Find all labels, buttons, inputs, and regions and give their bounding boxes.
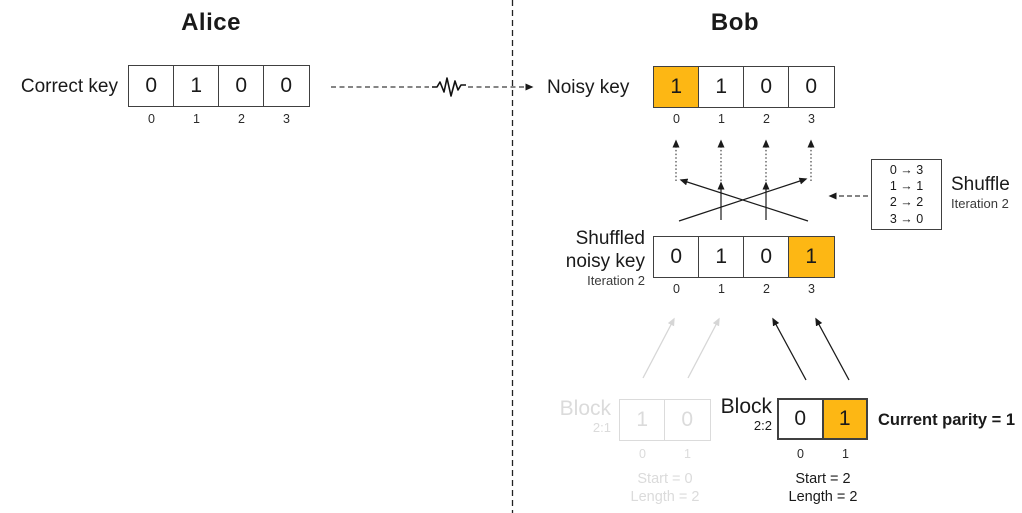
index-label: 0: [673, 112, 680, 126]
block21-start: Start = 0: [637, 471, 693, 487]
shuffle-map-box: 0 → 3 1 → 1 2 → 2 3 → 0: [871, 159, 942, 230]
key-cell: 0: [743, 66, 790, 108]
shuffled-key-label: Shuffled noisy key Iteration 2: [530, 227, 645, 288]
index-label: 2: [763, 282, 770, 296]
shuffled-key-iteration-label: Iteration 2: [587, 273, 645, 288]
shuffle-map-entry: 0 → 3: [889, 163, 924, 177]
block22-label-text: Block: [720, 395, 772, 418]
shuffle-map-entry: 2 → 2: [889, 195, 924, 210]
block21-id: 2:1: [592, 420, 611, 435]
block21-length: Length = 2: [630, 488, 700, 505]
shuffled-key-cells: 0 1 0 1: [653, 236, 835, 278]
block21-label: Block 2:1: [540, 397, 611, 436]
index-label: 2: [238, 112, 245, 126]
block21-label-text: Block: [559, 397, 611, 420]
block21-cells: 1 0: [619, 399, 711, 441]
index-label-faded: 1: [684, 447, 691, 461]
key-cell: 0: [263, 65, 310, 107]
bob-title: Bob: [710, 9, 760, 36]
block22-indices: 0 1: [778, 447, 868, 461]
key-cell: 0: [653, 236, 700, 278]
index-label: 0: [148, 112, 155, 126]
key-cell-highlighted: 1: [653, 66, 700, 108]
correct-key-cells: 0 1 0 0: [128, 65, 310, 107]
shuffle-map-entry: 1 → 1: [889, 179, 924, 194]
block21-arrow-1: [687, 317, 720, 379]
noisy-key-indices: 0 1 2 3: [654, 112, 834, 126]
index-label: 3: [283, 112, 290, 126]
correct-key-indices: 0 1 2 3: [129, 112, 309, 126]
index-label: 1: [718, 112, 725, 126]
block22-length: Length = 2: [788, 488, 858, 505]
block22-arrow-3: [815, 317, 850, 381]
index-label: 1: [193, 112, 200, 126]
index-label: 3: [808, 282, 815, 296]
block22-cells: 0 1: [777, 398, 868, 440]
key-cell: 0: [743, 236, 790, 278]
block-cell-faded: 0: [664, 399, 711, 441]
key-cell: 1: [698, 66, 745, 108]
key-cell: 0: [218, 65, 265, 107]
key-cell: 1: [173, 65, 220, 107]
block21-indices: 0 1: [620, 447, 710, 461]
index-label-faded: 0: [639, 447, 646, 461]
key-cell: 0: [128, 65, 175, 107]
block22-label: Block 2:2: [701, 395, 772, 434]
index-label: 1: [718, 282, 725, 296]
noisy-key-cells: 1 1 0 0: [653, 66, 835, 108]
noise-burst-icon: [432, 77, 466, 97]
block-cell-faded: 1: [619, 399, 666, 441]
shuffled-key-label-line2: noisy key: [565, 251, 645, 272]
block21-arrow-0: [642, 317, 675, 379]
shuffled-key-label-line1: Shuffled: [575, 228, 645, 249]
block21-params: Start = 0 Length = 2: [585, 471, 745, 506]
index-label: 0: [673, 282, 680, 296]
shuffled-key-indices: 0 1 2 3: [654, 282, 834, 296]
index-label: 1: [842, 447, 849, 461]
shuffle-cross-line-3-to-0: [679, 178, 809, 222]
index-label: 2: [763, 112, 770, 126]
current-parity-label: Current parity = 1: [878, 411, 1016, 429]
shuffle-cross-line-0-to-3: [678, 177, 808, 222]
correct-key-label: Correct key: [20, 76, 118, 97]
index-label: 3: [808, 112, 815, 126]
block-cell: 0: [777, 398, 824, 440]
block22-start: Start = 2: [795, 471, 851, 487]
key-cell-highlighted: 1: [788, 236, 835, 278]
noisy-key-label: Noisy key: [547, 77, 630, 98]
index-label: 0: [797, 447, 804, 461]
shuffle-label: Shuffle: [951, 174, 1010, 195]
shuffle-map-entry: 3 → 0: [889, 211, 924, 226]
key-cell: 1: [698, 236, 745, 278]
block22-arrow-2: [772, 317, 807, 381]
alice-title: Alice: [181, 9, 241, 36]
shuffle-iteration-label: Iteration 2: [951, 196, 1009, 211]
block-cell-highlighted: 1: [821, 398, 868, 440]
block22-id: 2:2: [753, 418, 772, 433]
key-cell: 0: [788, 66, 835, 108]
block22-params: Start = 2 Length = 2: [743, 471, 903, 506]
